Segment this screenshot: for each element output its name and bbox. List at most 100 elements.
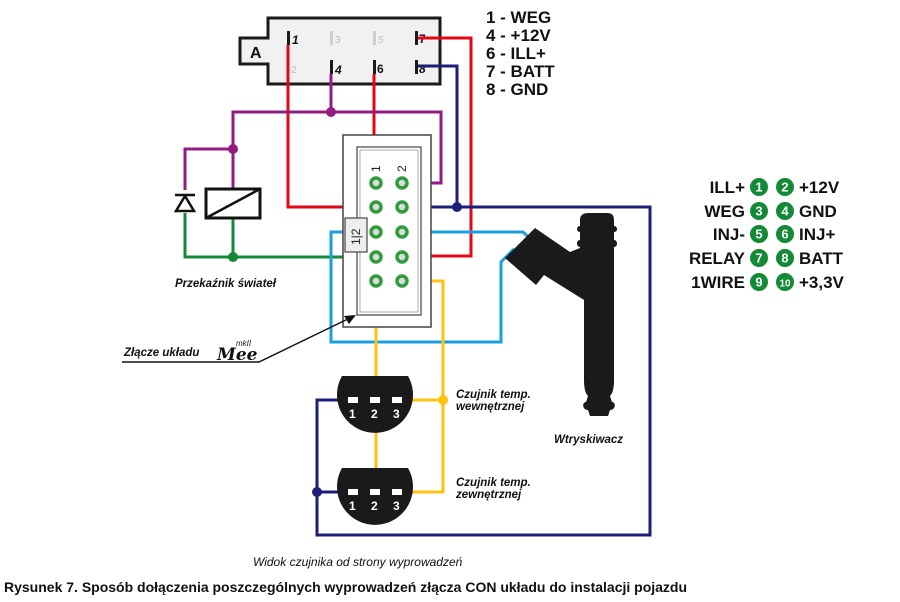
connector-a-pin-4 bbox=[330, 60, 333, 74]
con-col-label-2: 2 bbox=[395, 165, 409, 172]
pin-number-badge bbox=[776, 273, 794, 291]
pin-number-badge bbox=[750, 202, 768, 220]
junction-dot bbox=[228, 252, 238, 262]
connector-a-pin-5 bbox=[373, 31, 376, 45]
wire-purple-diode bbox=[183, 147, 233, 190]
connector-a: A 1 2 3 4 5 6 7 8 bbox=[238, 16, 442, 86]
sensor-external: 1 2 3 Czujnik temp. zewnętrznej bbox=[337, 468, 531, 525]
pin-legend-right-label: BATT bbox=[799, 249, 844, 268]
pin-legend-left-label: 1WIRE bbox=[691, 273, 745, 292]
legend-line: 8 - GND bbox=[486, 80, 548, 99]
sensor-pin bbox=[392, 489, 402, 495]
pin-number-label: 7 bbox=[755, 251, 762, 266]
wire-green-diode bbox=[183, 213, 233, 259]
con-pad-3 bbox=[369, 200, 383, 214]
sensor-pin-label: 3 bbox=[393, 499, 400, 513]
con-pad-5 bbox=[369, 225, 383, 239]
connector-a-pin-4-label: 4 bbox=[334, 63, 342, 77]
wire-navy-gnd bbox=[315, 205, 652, 537]
figure-caption: Rysunek 7. Sposób dołączenia poszczególn… bbox=[4, 579, 687, 595]
junction-dot bbox=[228, 144, 238, 154]
con-pad-1 bbox=[369, 176, 383, 190]
sensor-pin bbox=[392, 397, 402, 403]
injector-body bbox=[505, 212, 617, 416]
connector-a-pin-6 bbox=[373, 60, 376, 74]
sensor-pin-label: 1 bbox=[349, 407, 356, 421]
pin-number-badge bbox=[750, 249, 768, 267]
sensor-external-label-2: zewnętrznej bbox=[455, 489, 522, 501]
legend-line: 1 - WEG bbox=[486, 8, 551, 27]
con-pad-10 bbox=[395, 274, 409, 288]
wire-red-a7 bbox=[402, 36, 473, 258]
connector-a-pin-6-label: 6 bbox=[377, 62, 384, 76]
sensor-internal-label-1: Czujnik temp. bbox=[456, 389, 531, 401]
sensor-external-body bbox=[337, 468, 413, 525]
con-key-label: 1|2 bbox=[349, 228, 363, 245]
logo-mee: Mee bbox=[216, 345, 258, 365]
sensor-internal-label-2: wewnętrznej bbox=[456, 401, 525, 413]
connector-a-pin-2-label: 2 bbox=[291, 65, 297, 76]
connector-a-legend: 1 - WEG 4 - +12V 6 - ILL+ 7 - BATT 8 - G… bbox=[486, 8, 555, 99]
relay: Przekaźnik świateł bbox=[173, 187, 277, 290]
sensor-external-label-1: Czujnik temp. bbox=[456, 477, 531, 489]
pin-number-label: 6 bbox=[781, 227, 788, 242]
connector-label-group: Złącze układu Mee mkII bbox=[122, 315, 356, 365]
con-pad-8 bbox=[395, 250, 409, 264]
relay-coil-diagonal bbox=[205, 187, 261, 220]
con-connector-key bbox=[344, 217, 368, 253]
con-pad-4 bbox=[395, 200, 409, 214]
pin-number-badge bbox=[776, 178, 794, 196]
legend-line: 6 - ILL+ bbox=[486, 44, 546, 63]
pin-legend-left-label: RELAY bbox=[689, 249, 746, 268]
pin-legend-right-label: INJ+ bbox=[799, 225, 835, 244]
con-col-label-1: 1 bbox=[369, 165, 383, 172]
junction-dot bbox=[312, 487, 322, 497]
pin-number-badge bbox=[750, 225, 768, 243]
pin-legend-left-label: ILL+ bbox=[710, 178, 745, 197]
con-pad-2 bbox=[395, 176, 409, 190]
connector-a-pin-1-label: 1 bbox=[292, 33, 299, 47]
connector-a-pin-5-label: 5 bbox=[378, 35, 384, 46]
pin-number-badge bbox=[750, 178, 768, 196]
pin-legend-right-label: +3,3V bbox=[799, 273, 845, 292]
pin-number-label: 3 bbox=[755, 204, 762, 219]
pin-number-label: 4 bbox=[781, 204, 789, 219]
pin-legend-left-label: INJ- bbox=[713, 225, 745, 244]
connector-a-pin-8 bbox=[415, 60, 418, 74]
pin-legend-right-label: GND bbox=[799, 202, 837, 221]
pointer-arrow-icon bbox=[344, 315, 356, 324]
sensor-pin bbox=[348, 489, 358, 495]
pin-number-label: 10 bbox=[779, 279, 791, 290]
sensor-pin bbox=[370, 489, 380, 495]
junction-dot bbox=[452, 202, 462, 212]
junction-dot bbox=[438, 395, 448, 405]
injector: Wtryskiwacz bbox=[505, 212, 623, 446]
pin-number-label: 9 bbox=[755, 275, 762, 290]
wire-purple-relay bbox=[231, 110, 331, 149]
con-connector: 1|2 1 2 bbox=[342, 134, 432, 328]
sensor-pin bbox=[348, 397, 358, 403]
legend-line: 4 - +12V bbox=[486, 26, 551, 45]
pointer-line bbox=[122, 316, 353, 363]
connector-a-pin-3 bbox=[330, 31, 333, 45]
connector-a-pin-8-label: 8 bbox=[419, 62, 426, 76]
relay-label: Przekaźnik świateł bbox=[175, 278, 277, 290]
logo-mkii: mkII bbox=[236, 339, 252, 348]
diode-icon bbox=[173, 193, 197, 213]
junctions bbox=[228, 107, 462, 497]
con-pad-9 bbox=[369, 274, 383, 288]
sensor-pin-label: 2 bbox=[371, 407, 378, 421]
injector-label: Wtryskiwacz bbox=[554, 434, 623, 446]
connector-a-pin-1 bbox=[287, 31, 290, 45]
sensor-pin-label: 3 bbox=[393, 407, 400, 421]
pin-number-label: 8 bbox=[781, 251, 788, 266]
pin-number-badge bbox=[776, 225, 794, 243]
legend-line: 7 - BATT bbox=[486, 62, 555, 81]
connector-a-pin-7 bbox=[415, 31, 418, 45]
connector-a-label: A bbox=[250, 45, 262, 62]
pin-number-label: 1 bbox=[755, 180, 762, 195]
sensor-pin-label: 1 bbox=[349, 499, 356, 513]
pin-number-badge bbox=[750, 273, 768, 291]
junction-dot bbox=[326, 107, 336, 117]
con-pad-6 bbox=[395, 225, 409, 239]
